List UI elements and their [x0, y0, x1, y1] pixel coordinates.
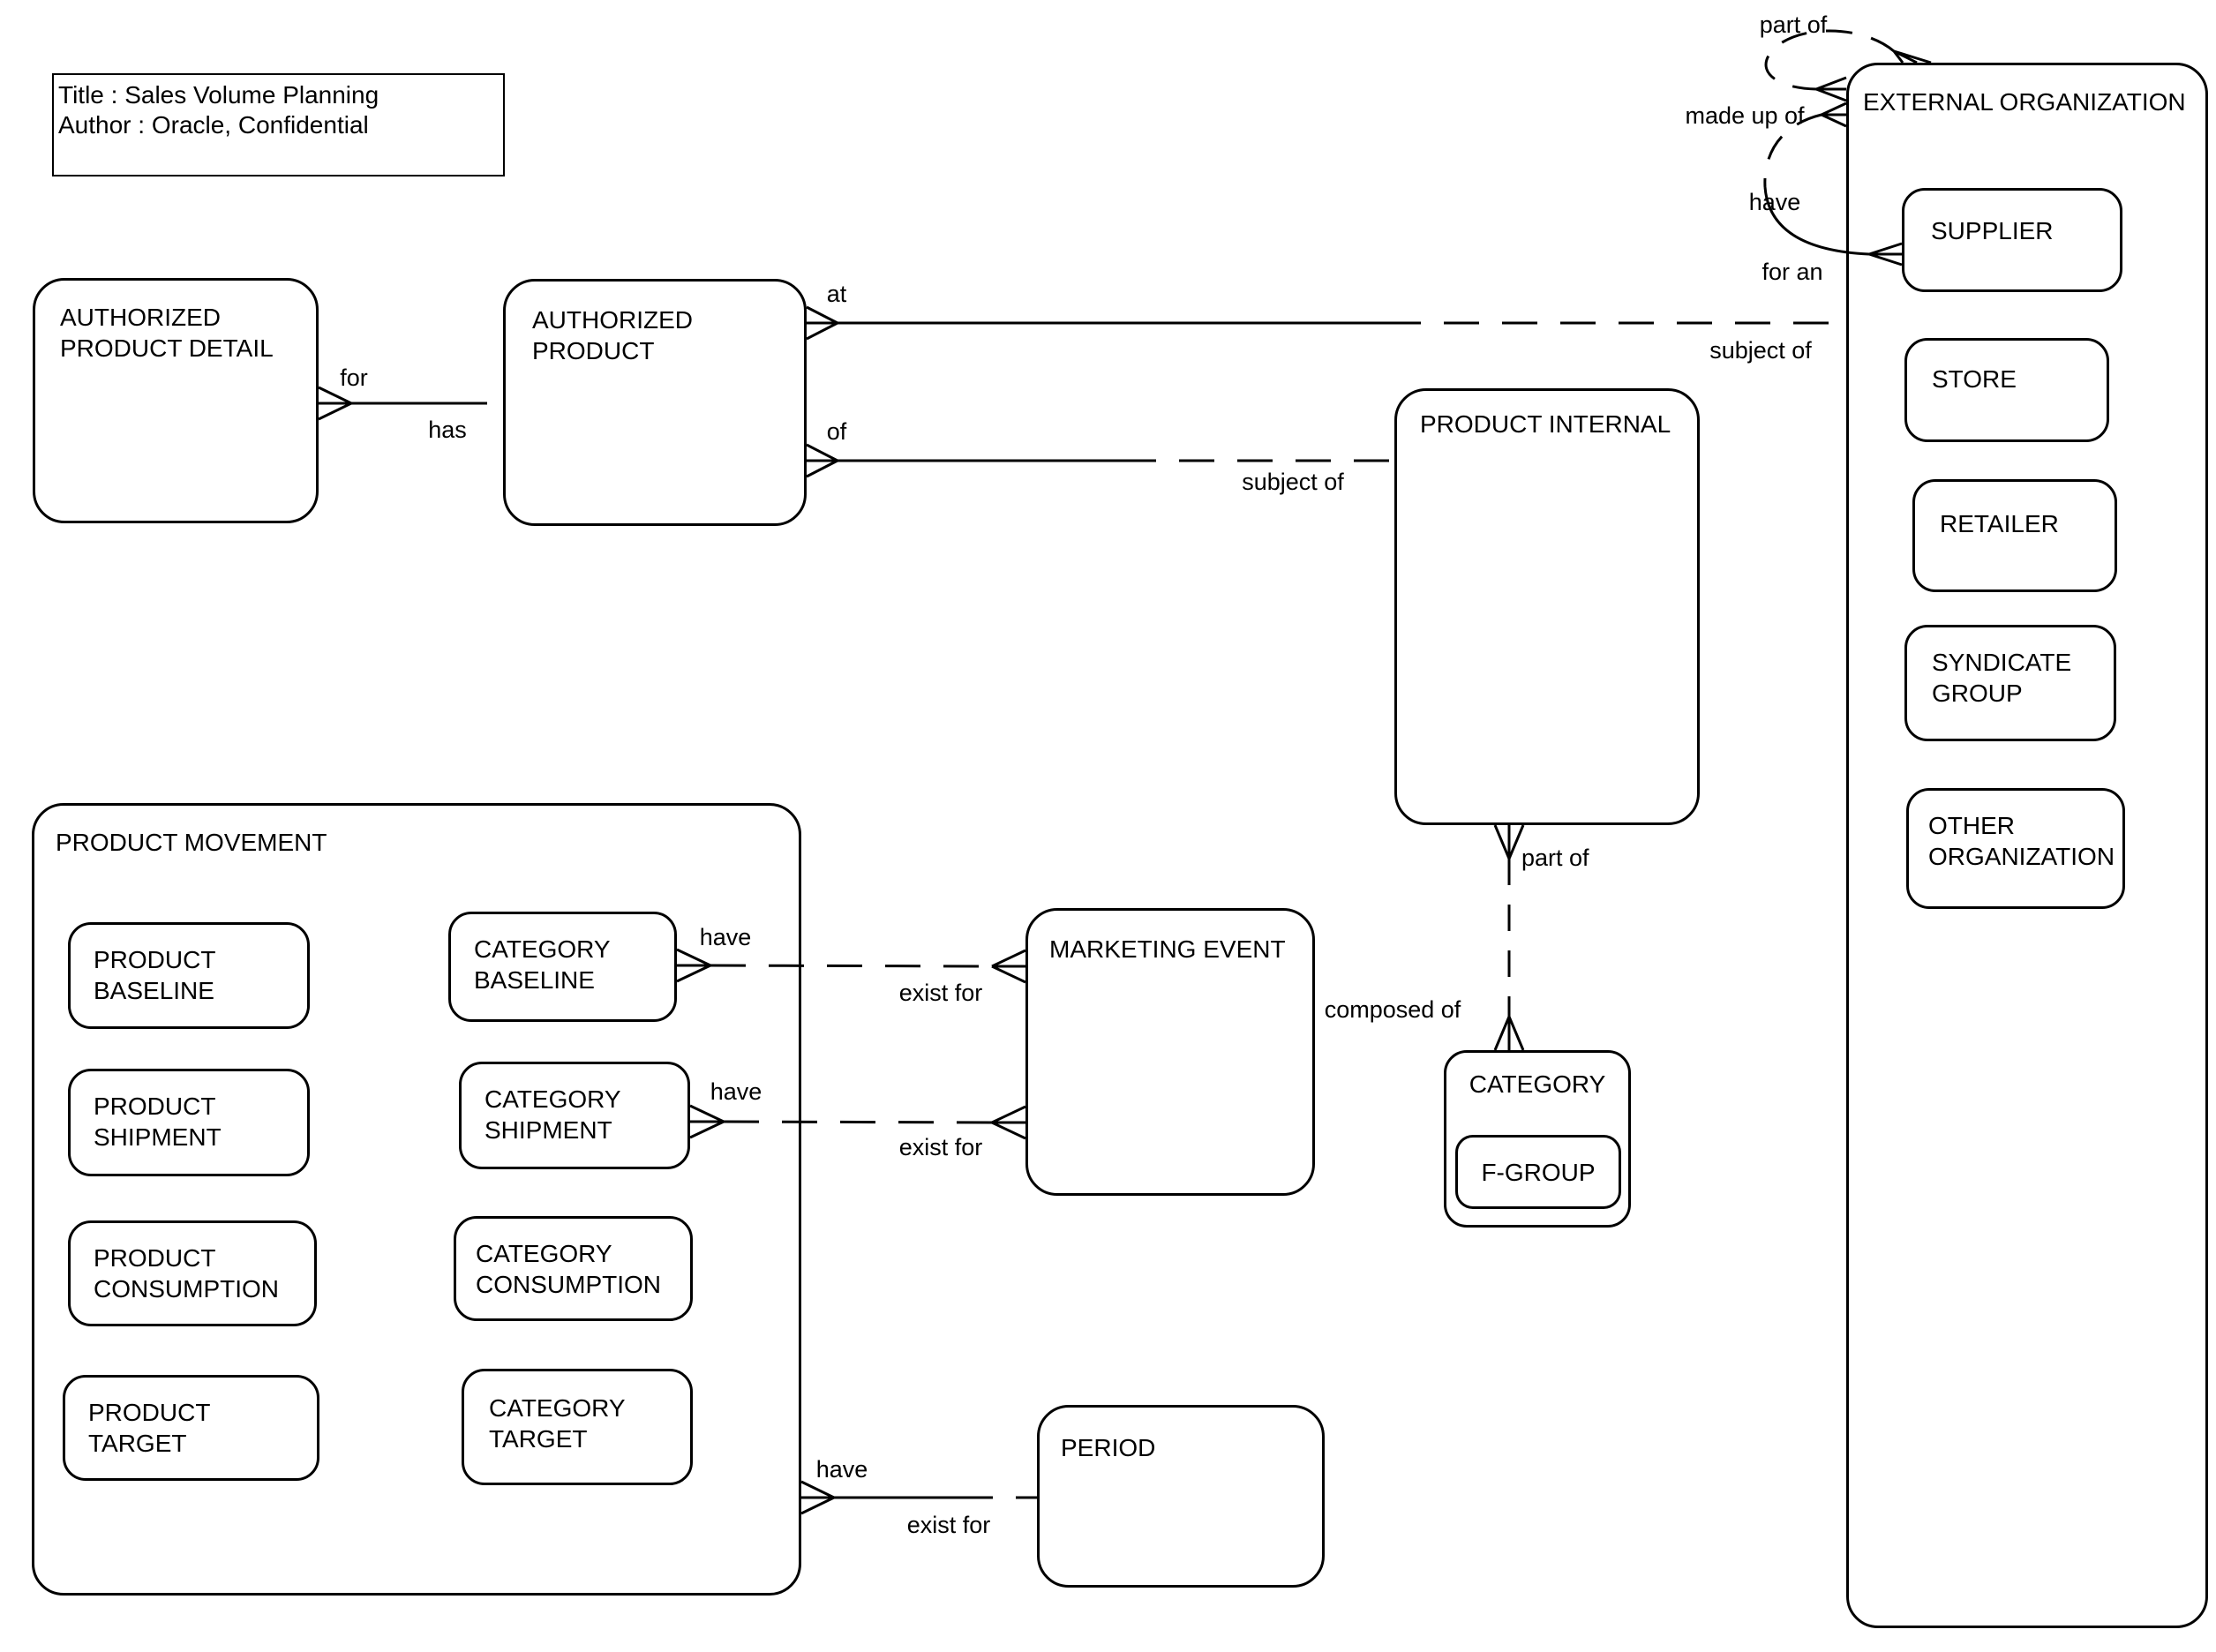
entity-label: PRODUCT SHIPMENT [94, 1093, 222, 1151]
relationship-label-composed-of: composed of [1324, 996, 1461, 1023]
crow-foot-icon [318, 386, 352, 421]
relationship-label-exist-for: exist for [898, 1134, 983, 1160]
diagram-author: Author : Oracle, Confidential [58, 111, 369, 139]
relationship-label-made-up-of: made up of [1685, 102, 1805, 129]
entity-category-target[interactable]: CATEGORY TARGET [462, 1369, 693, 1485]
entity-label: CATEGORY TARGET [489, 1394, 626, 1453]
entity-product-target[interactable]: PRODUCT TARGET [63, 1375, 319, 1481]
relationship-internal-part-of-category[interactable] [1493, 824, 1525, 1051]
entity-period[interactable]: PERIOD [1037, 1405, 1325, 1588]
relationship-detail-has-product[interactable] [318, 386, 503, 421]
relationship-label-part-of: part of [1521, 845, 1589, 871]
entity-label: SUPPLIER [1931, 217, 2054, 244]
relationship-label-have: have [1748, 189, 1801, 215]
relationship-label-at: at [826, 281, 847, 307]
crow-foot-icon [991, 949, 1026, 984]
entity-label: CATEGORY [1469, 1070, 1606, 1098]
entity-category[interactable]: CATEGORY [1444, 1050, 1631, 1228]
entity-label: RETAILER [1940, 510, 2059, 537]
relationship-product-at-organization[interactable] [806, 305, 1846, 341]
relationship-label-exist-for: exist for [906, 1512, 991, 1538]
relationship-label-of: of [826, 418, 847, 445]
relationship-label-has: has [428, 417, 467, 443]
relationship-label-for-an: for an [1762, 259, 1823, 285]
entity-label: OTHER ORGANIZATION [1928, 812, 2115, 870]
entity-label: PRODUCT MOVEMENT [56, 829, 327, 856]
entity-marketing-event[interactable]: MARKETING EVENT [1025, 908, 1315, 1196]
entity-f-group[interactable]: F-GROUP [1455, 1135, 1621, 1209]
relationship-movement-period[interactable] [800, 1480, 1037, 1515]
relationship-label-have: have [710, 1078, 762, 1105]
relationship-label-have: have [699, 924, 752, 950]
relationship-label-have: have [815, 1456, 868, 1483]
entity-supplier[interactable]: SUPPLIER [1902, 188, 2122, 292]
relationship-label-part-of: part of [1759, 11, 1828, 38]
entity-category-baseline[interactable]: CATEGORY BASELINE [448, 912, 677, 1022]
entity-label: SYNDICATE GROUP [1932, 649, 2072, 707]
relationship-label-for: for [340, 364, 368, 391]
relationship-label-subject-of: subject of [1242, 469, 1344, 495]
diagram-title: Title : Sales Volume Planning [58, 81, 379, 109]
crow-foot-icon [1493, 1016, 1525, 1051]
crow-foot-icon [1892, 49, 1932, 64]
entity-external-organization[interactable]: EXTERNAL ORGANIZATION [1846, 63, 2208, 1628]
entity-product-baseline[interactable]: PRODUCT BASELINE [68, 922, 310, 1029]
entity-authorized-product-detail[interactable]: AUTHORIZED PRODUCT DETAIL [33, 278, 319, 523]
entity-label: AUTHORIZED PRODUCT [532, 306, 693, 364]
relationship-label-subject-of: subject of [1709, 337, 1812, 364]
crow-foot-icon [800, 1480, 835, 1515]
crow-foot-icon [1493, 824, 1525, 860]
entity-label: CATEGORY SHIPMENT [485, 1085, 621, 1144]
entity-label: PRODUCT CONSUMPTION [94, 1244, 279, 1303]
entity-store[interactable]: STORE [1904, 338, 2109, 442]
entity-product-movement[interactable]: PRODUCT MOVEMENT [32, 803, 801, 1596]
entity-label: CATEGORY BASELINE [474, 935, 611, 994]
entity-label: AUTHORIZED PRODUCT DETAIL [60, 304, 274, 362]
entity-retailer[interactable]: RETAILER [1912, 479, 2117, 592]
entity-authorized-product[interactable]: AUTHORIZED PRODUCT [503, 279, 807, 526]
entity-label: PRODUCT BASELINE [94, 946, 215, 1004]
entity-product-shipment[interactable]: PRODUCT SHIPMENT [68, 1069, 310, 1176]
entity-label: CATEGORY CONSUMPTION [476, 1240, 661, 1298]
entity-syndicate-group[interactable]: SYNDICATE GROUP [1904, 625, 2116, 741]
entity-category-consumption[interactable]: CATEGORY CONSUMPTION [454, 1216, 693, 1321]
entity-category-shipment[interactable]: CATEGORY SHIPMENT [459, 1062, 690, 1169]
entity-label: EXTERNAL ORGANIZATION [1863, 88, 2186, 116]
entity-label: MARKETING EVENT [1049, 935, 1286, 963]
entity-label: STORE [1932, 365, 2017, 393]
crow-foot-icon [991, 1105, 1026, 1140]
crow-foot-icon [1815, 76, 1847, 102]
relationship-label-exist-for: exist for [898, 980, 983, 1006]
entity-label: PERIOD [1061, 1434, 1156, 1461]
crow-foot-icon [1821, 101, 1847, 128]
entity-product-internal[interactable]: PRODUCT INTERNAL [1394, 388, 1700, 825]
entity-label: PRODUCT TARGET [88, 1399, 210, 1457]
entity-label: F-GROUP [1481, 1158, 1596, 1186]
crow-foot-icon [806, 305, 838, 341]
entity-other-organization[interactable]: OTHER ORGANIZATION [1906, 788, 2125, 909]
entity-product-consumption[interactable]: PRODUCT CONSUMPTION [68, 1220, 317, 1326]
diagram-title-box: Title : Sales Volume Planning Author : O… [52, 73, 505, 176]
entity-label: PRODUCT INTERNAL [1420, 410, 1671, 438]
crow-foot-icon [806, 443, 838, 478]
